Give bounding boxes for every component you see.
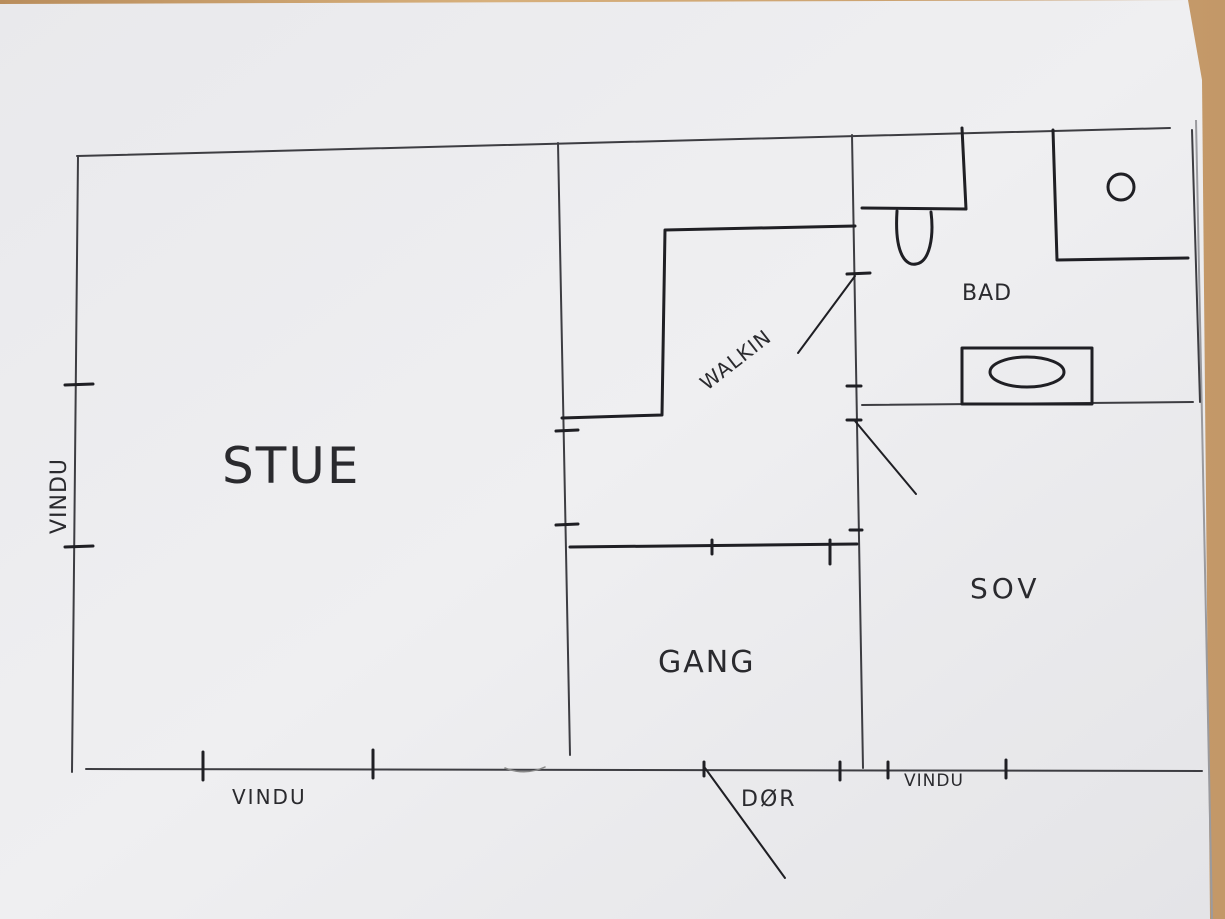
wall-right [1191, 129, 1201, 403]
shower-enclosure [1051, 128, 1190, 262]
opening-ticks [63, 271, 1008, 782]
room-label-stue: STUE [222, 437, 360, 495]
room-label-gang: GANG [658, 645, 755, 680]
tick-wall-1 [845, 271, 872, 276]
sink-basin-icon [988, 355, 1066, 389]
door-swings [504, 275, 917, 879]
room-label-bad: BAD [962, 281, 1012, 306]
tick-stue-door-1 [554, 428, 580, 433]
label-vindu-left: VINDU [47, 458, 72, 534]
label-vindu-bottom: VINDU [232, 785, 307, 809]
tick-stue-door-2 [554, 522, 580, 527]
door-arc-hint [504, 766, 546, 773]
bathroom-fixtures [860, 126, 1190, 406]
wall-bottom [85, 768, 1203, 772]
tick-left-window-top [63, 382, 95, 387]
wall-stue-east [557, 142, 571, 756]
wall-left [71, 155, 79, 773]
label-dor: DØR [741, 787, 797, 812]
toilet-bowl-icon [895, 209, 934, 266]
paper-edge-line [1195, 119, 1213, 919]
room-label-sov: SOV [970, 572, 1040, 605]
sink-counter [960, 346, 1094, 406]
tick-left-window-bottom [63, 544, 95, 549]
door-swing-main [704, 767, 786, 879]
wall-top [76, 127, 1171, 157]
door-swing-sov [854, 420, 917, 495]
door-swing-walkin [797, 275, 856, 354]
walkin-outline [560, 224, 857, 420]
wall-sov-west [851, 134, 864, 769]
toilet-tank [860, 126, 968, 211]
shower-drain-icon [1106, 172, 1136, 202]
label-vindu-right: VINDU [904, 771, 964, 791]
outer-walls [71, 127, 1203, 773]
